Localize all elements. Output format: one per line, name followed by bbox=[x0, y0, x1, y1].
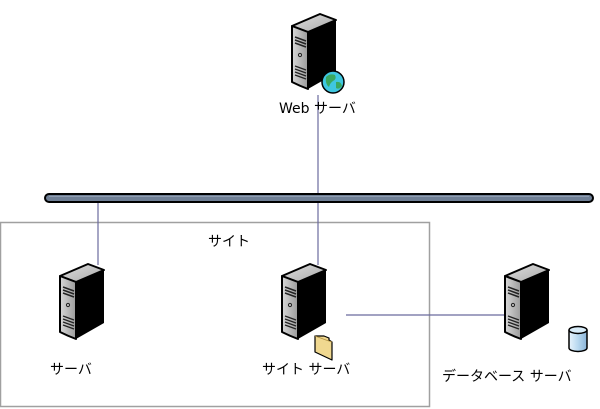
server-icon bbox=[59, 263, 105, 340]
server-label: サーバ bbox=[50, 362, 92, 378]
globe-icon bbox=[321, 70, 345, 94]
web-server-label: Web サーバ bbox=[279, 101, 356, 117]
network-bus bbox=[44, 193, 594, 203]
web-server-node[interactable] bbox=[291, 13, 345, 94]
folder-icon bbox=[314, 335, 333, 361]
site-server-label: サイト サーバ bbox=[262, 362, 351, 378]
server-node[interactable] bbox=[59, 263, 105, 340]
site-server-node[interactable] bbox=[281, 263, 333, 361]
database-server-label: データベース サーバ bbox=[442, 369, 572, 385]
site-group-label: サイト bbox=[208, 234, 250, 250]
database-server-node[interactable] bbox=[504, 263, 588, 353]
database-icon bbox=[568, 325, 588, 353]
server-icon bbox=[504, 263, 550, 340]
server-icon bbox=[281, 263, 327, 340]
